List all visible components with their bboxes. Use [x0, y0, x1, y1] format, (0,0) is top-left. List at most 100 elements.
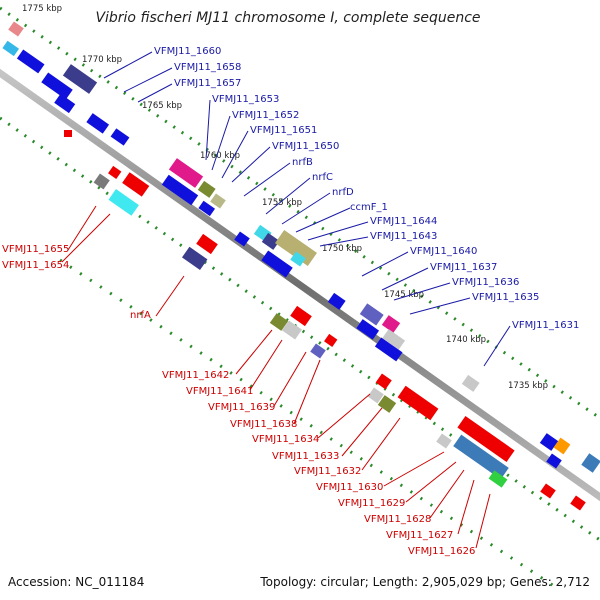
kbp-tick: 1745 kbp	[384, 290, 424, 300]
map-title: Vibrio fischeri MJ11 chromosome I, compl…	[95, 10, 480, 26]
gene-label: VFMJ11_1652	[232, 110, 299, 121]
gene-block	[196, 233, 218, 255]
gene-block	[108, 165, 122, 179]
gene-block	[197, 180, 216, 198]
gene-label: nrfB	[292, 157, 313, 168]
gene-block	[382, 329, 406, 350]
kbp-tick: 1775 kbp	[22, 4, 62, 14]
gene-block	[64, 130, 72, 137]
gene-block	[210, 193, 226, 209]
gene-label: VFMJ11_1632	[294, 466, 361, 477]
gene-label: ccmF_1	[350, 202, 388, 213]
gene-block	[359, 303, 384, 326]
gene-block	[436, 433, 452, 449]
gene-label: VFMJ11_1634	[252, 434, 319, 445]
gene-label: nrfC	[312, 172, 333, 183]
gene-label: VFMJ11_1626	[408, 546, 475, 557]
gene-block	[540, 483, 556, 499]
gene-label: VFMJ11_1640	[410, 246, 477, 257]
gene-block	[93, 173, 110, 190]
gene-block	[269, 313, 289, 331]
reverse-leader-lines	[61, 205, 491, 549]
gene-block	[8, 21, 24, 37]
gene-block	[290, 251, 306, 267]
gene-block	[367, 387, 384, 404]
gene-label: VFMJ11_1631	[512, 320, 579, 331]
kbp-tick: 1750 kbp	[322, 244, 362, 254]
gene-label: nrfD	[332, 187, 354, 198]
gene-block	[168, 158, 204, 188]
gene-block	[62, 64, 98, 94]
forward-leader-lines	[103, 51, 511, 367]
gene-label: VFMJ11_1660	[154, 46, 221, 57]
kbp-tick: 1755 kbp	[262, 198, 302, 208]
gene-label: VFMJ11_1654	[2, 260, 69, 271]
gene-label: nrfA	[130, 310, 151, 321]
gene-block	[122, 172, 150, 197]
gene-block	[16, 49, 45, 74]
gene-label: VFMJ11_1643	[370, 231, 437, 242]
gene-block	[488, 470, 508, 488]
kbp-tick: 1735 kbp	[508, 381, 548, 391]
gene-label: VFMJ11_1644	[370, 216, 437, 227]
kbp-ticks: 1775 kbp 1770 kbp 1765 kbp 1760 kbp 1755…	[22, 4, 548, 391]
gene-block	[198, 200, 216, 217]
gene-block	[381, 315, 401, 333]
gene-block	[275, 229, 317, 267]
gene-label: VFMJ11_1641	[186, 386, 253, 397]
gene-block	[261, 232, 280, 250]
gene-block	[553, 437, 571, 455]
gene-block	[161, 174, 199, 206]
gene-label: VFMJ11_1627	[386, 530, 453, 541]
kbp-tick: 1760 kbp	[200, 151, 240, 161]
gene-label: VFMJ11_1655	[2, 244, 69, 255]
gene-label: VFMJ11_1658	[174, 62, 241, 73]
forward-labels: VFMJ11_1660 VFMJ11_1658 VFMJ11_1657 VFMJ…	[154, 46, 579, 331]
gene-block	[461, 374, 480, 392]
gc-track-upper	[0, 6, 600, 420]
gene-block	[234, 231, 250, 247]
gene-block	[327, 292, 346, 310]
gene-label: VFMJ11_1630	[316, 482, 383, 493]
gene-block	[324, 333, 338, 347]
gene-label: VFMJ11_1639	[208, 402, 275, 413]
accession-text: Accession: NC_011184	[8, 575, 144, 589]
gene-block	[374, 337, 403, 362]
gene-label: VFMJ11_1638	[230, 419, 297, 430]
gene-block	[282, 320, 302, 340]
gene-label: VFMJ11_1635	[472, 292, 539, 303]
gene-block	[181, 246, 208, 271]
gene-label: VFMJ11_1629	[338, 498, 405, 509]
forward-features	[2, 21, 600, 473]
gene-block	[310, 343, 326, 359]
gene-label: VFMJ11_1651	[250, 125, 317, 136]
gene-label: VFMJ11_1628	[364, 514, 431, 525]
reverse-labels: VFMJ11_1655 VFMJ11_1654 nrfA VFMJ11_1642…	[2, 244, 475, 557]
gene-block	[377, 395, 397, 413]
topology-text: Topology: circular; Length: 2,905,029 bp…	[259, 575, 590, 589]
gene-block	[453, 434, 509, 480]
gene-label: VFMJ11_1633	[272, 451, 339, 462]
gene-block	[108, 189, 139, 216]
gene-block	[110, 128, 130, 146]
gene-block	[457, 416, 515, 462]
kbp-tick: 1770 kbp	[82, 55, 122, 65]
gene-label: VFMJ11_1653	[212, 94, 279, 105]
gene-block	[41, 72, 73, 100]
gene-block	[397, 385, 439, 421]
gene-block	[570, 495, 586, 511]
gene-block	[2, 40, 20, 57]
reverse-features	[64, 130, 586, 511]
gene-label: VFMJ11_1642	[162, 370, 229, 381]
gene-block	[539, 433, 559, 451]
kbp-tick: 1740 kbp	[446, 335, 486, 345]
gene-label: VFMJ11_1636	[452, 277, 519, 288]
gene-block	[546, 453, 562, 469]
gene-label: VFMJ11_1657	[174, 78, 241, 89]
gene-block	[86, 113, 110, 134]
gene-block	[375, 373, 392, 390]
gene-block	[356, 319, 380, 340]
backbone	[0, 68, 600, 502]
